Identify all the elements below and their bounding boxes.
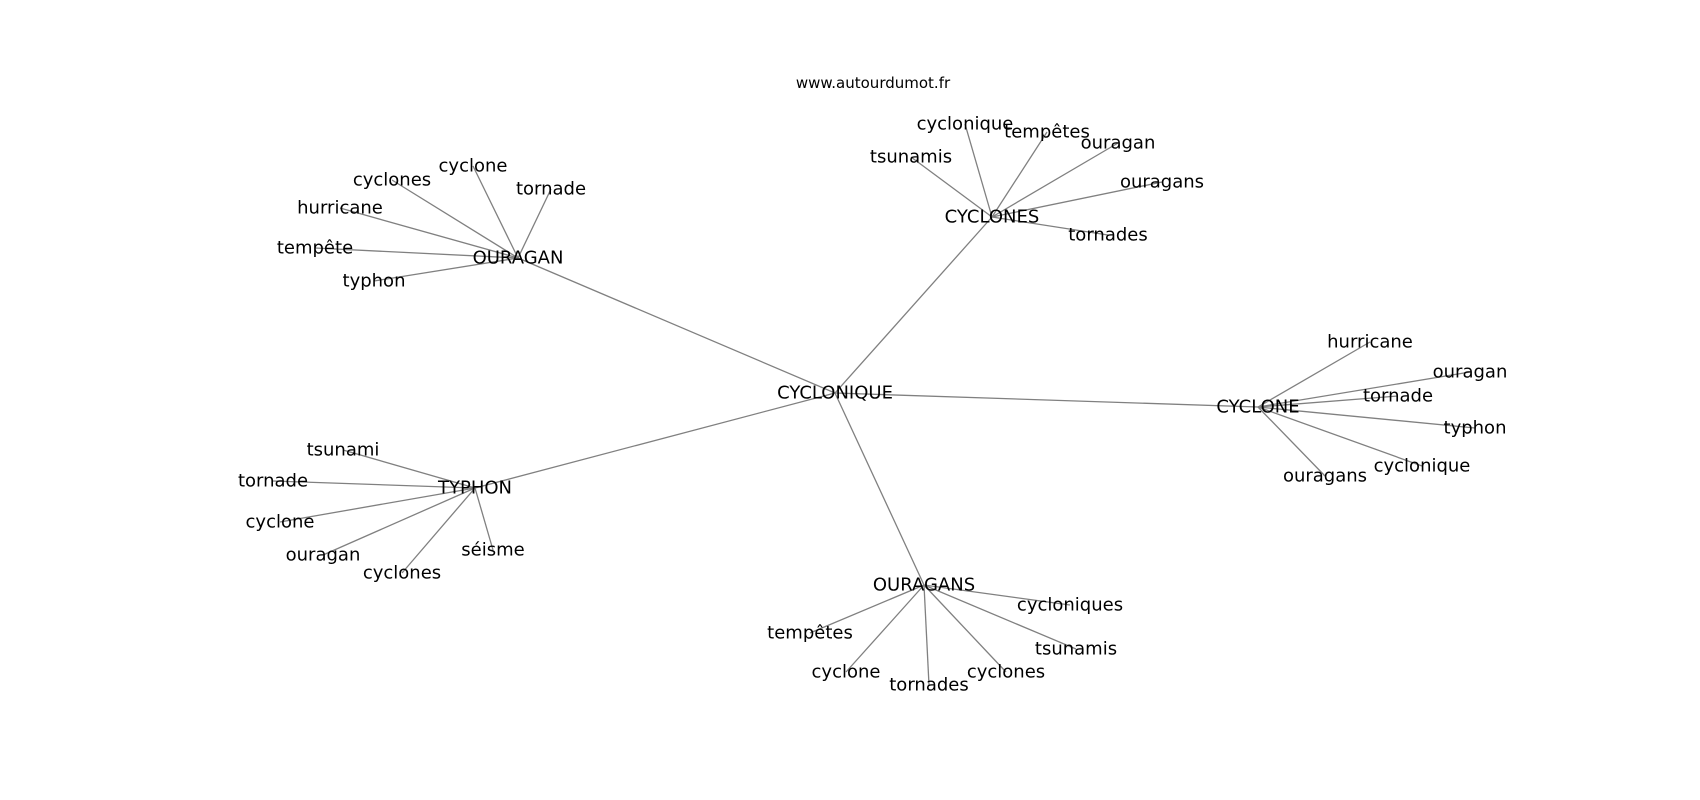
word-node-label: cyclonique bbox=[917, 114, 1014, 135]
word-node-label: ouragans bbox=[1283, 466, 1367, 487]
labels-layer: CYCLONIQUECYCLONEScycloniquetempêtesoura… bbox=[238, 114, 1507, 696]
word-node-label: séisme bbox=[461, 540, 524, 561]
word-node-label: tornades bbox=[1068, 225, 1147, 246]
hub-node-label: OURAGANS bbox=[873, 575, 975, 596]
edge-hub-to-word bbox=[964, 123, 993, 218]
word-node-label: cyclones bbox=[353, 170, 431, 191]
edge-hub-to-word bbox=[923, 584, 1077, 650]
word-node-label: tornade bbox=[516, 179, 586, 200]
word-node-label: cyclones bbox=[967, 662, 1045, 683]
word-node-label: ouragans bbox=[1120, 172, 1204, 193]
word-node-label: hurricane bbox=[1327, 332, 1413, 353]
edge-center-to-hub bbox=[834, 392, 925, 586]
edge-hub-to-word bbox=[991, 181, 1163, 218]
edge-hub-to-word bbox=[845, 584, 925, 673]
word-node-label: hurricane bbox=[297, 198, 383, 219]
edge-hub-to-word bbox=[809, 584, 925, 634]
edge-hub-to-word bbox=[991, 142, 1119, 218]
edge-hub-to-word bbox=[910, 156, 993, 218]
hub-node-label: OURAGAN bbox=[473, 248, 564, 269]
word-node-label: typhon bbox=[1444, 418, 1507, 439]
edge-hub-to-word bbox=[401, 487, 476, 574]
edge-hub-to-word bbox=[1257, 371, 1471, 408]
word-node-label: ouragan bbox=[1081, 133, 1156, 154]
watermark: www.autourdumot.fr bbox=[796, 74, 951, 92]
edges-layer bbox=[272, 123, 1476, 686]
word-node-label: cyclone bbox=[812, 662, 881, 683]
edge-hub-to-word bbox=[1257, 406, 1476, 429]
word-node-label: ouragan bbox=[1433, 362, 1508, 383]
edge-hub-to-word bbox=[474, 487, 494, 551]
center-node-label: CYCLONIQUE bbox=[777, 383, 893, 404]
edge-hub-to-word bbox=[1257, 406, 1423, 467]
hub-node-label: TYPHON bbox=[437, 478, 512, 499]
word-node-label: tornades bbox=[889, 675, 968, 696]
edge-hub-to-word bbox=[339, 207, 519, 259]
word-node-label: cycloniques bbox=[1017, 595, 1123, 616]
word-node-label: cyclone bbox=[439, 156, 508, 177]
edge-hub-to-word bbox=[391, 179, 519, 259]
edge-hub-to-word bbox=[991, 131, 1048, 218]
hub-node-label: CYCLONES bbox=[945, 207, 1040, 228]
word-node-label: tempêtes bbox=[1004, 122, 1090, 143]
word-node-label: tempête bbox=[277, 238, 353, 259]
word-node-label: ouragan bbox=[286, 545, 361, 566]
edge-hub-to-word bbox=[923, 584, 1071, 606]
edge-hub-to-word bbox=[373, 257, 519, 282]
edge-hub-to-word bbox=[923, 584, 1007, 673]
word-node-label: tsunami bbox=[307, 440, 380, 461]
edge-hub-to-word bbox=[991, 216, 1109, 236]
edge-hub-to-word bbox=[923, 584, 930, 686]
word-node-label: cyclones bbox=[363, 563, 441, 584]
edge-hub-to-word bbox=[1257, 341, 1371, 408]
hub-node-label: CYCLONE bbox=[1216, 397, 1299, 418]
edge-hub-to-word bbox=[1257, 395, 1399, 408]
edge-center-to-hub bbox=[474, 392, 836, 489]
edge-center-to-hub bbox=[834, 216, 993, 394]
word-node-label: tempêtes bbox=[767, 623, 853, 644]
edge-hub-to-word bbox=[322, 487, 476, 556]
word-node-label: tsunamis bbox=[870, 147, 952, 168]
word-node-label: typhon bbox=[343, 271, 406, 292]
edge-hub-to-word bbox=[1257, 406, 1326, 477]
edge-center-to-hub bbox=[517, 257, 836, 394]
edge-hub-to-word bbox=[272, 480, 476, 489]
edge-hub-to-word bbox=[314, 247, 519, 259]
edge-hub-to-word bbox=[342, 449, 476, 489]
edge-hub-to-word bbox=[517, 188, 552, 259]
word-node-label: tsunamis bbox=[1035, 639, 1117, 660]
edge-hub-to-word bbox=[472, 165, 519, 259]
word-node-label: cyclone bbox=[246, 512, 315, 533]
edge-center-to-hub bbox=[834, 392, 1259, 408]
word-node-label: cyclonique bbox=[1374, 456, 1471, 477]
edge-hub-to-word bbox=[279, 487, 476, 523]
word-node-label: tornade bbox=[1363, 386, 1433, 407]
word-node-label: tornade bbox=[238, 471, 308, 492]
